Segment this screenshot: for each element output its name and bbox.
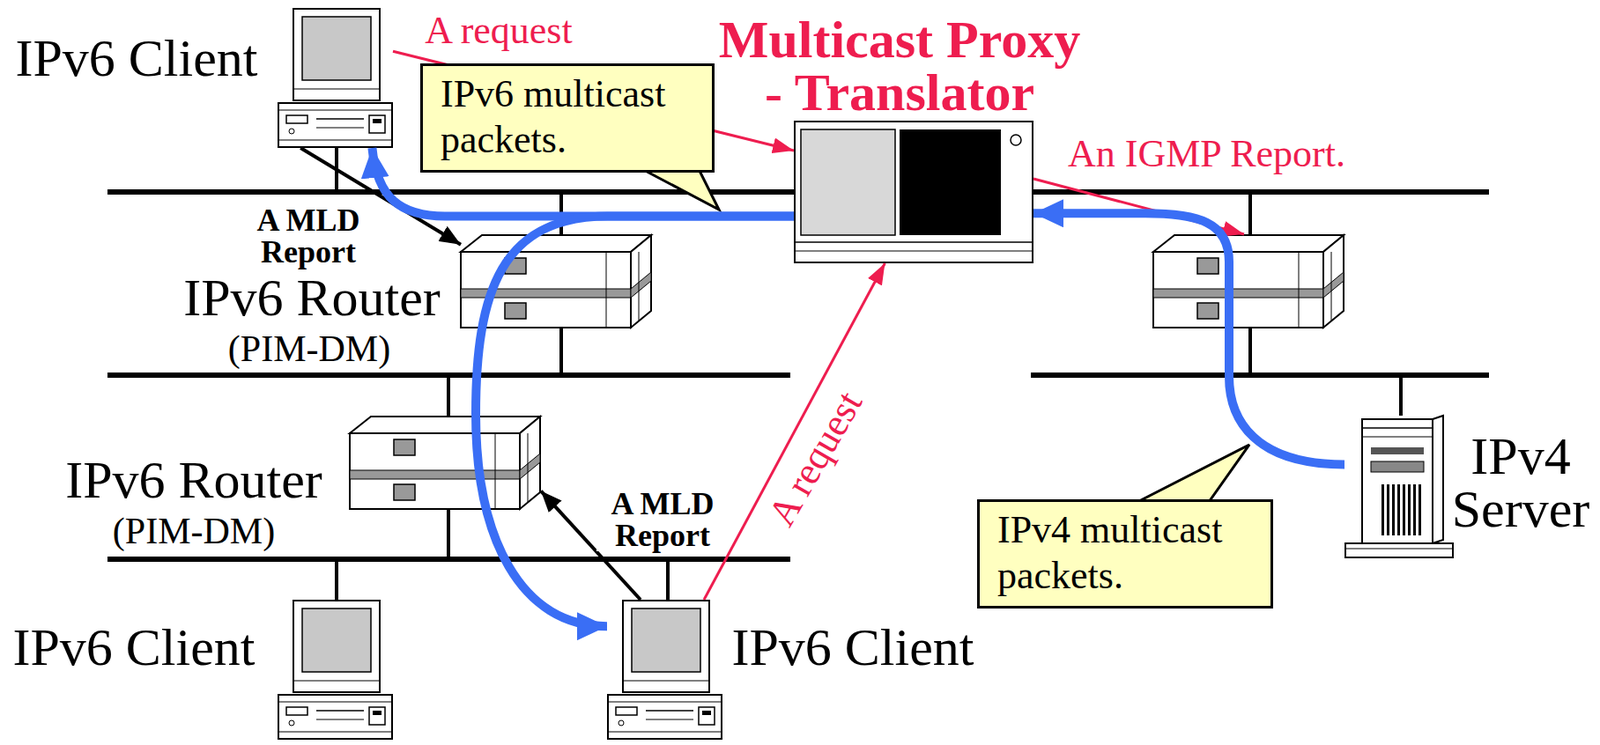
computer-icon (607, 600, 722, 740)
proxy-node: Multicast Proxy - Translator (793, 120, 1034, 264)
node-label: (PIM-DM) (228, 330, 391, 368)
node-label: IPv4 Server (1448, 429, 1594, 536)
multicast-flow-arrow (475, 216, 794, 628)
server-node: IPv4 Server (1344, 415, 1454, 560)
router-node: IPv6 Router(PIM-DM) (460, 234, 652, 329)
message-arrow (703, 263, 885, 600)
callout-text: IPv6 multicast packets. (440, 71, 698, 163)
callout-text: IPv4 multicast packets. (997, 507, 1257, 600)
callout-tail (1137, 444, 1250, 503)
drop-line (1399, 375, 1403, 416)
callout-box: IPv6 multicast packets. (420, 63, 715, 173)
node-label: IPv6 Client (731, 621, 974, 675)
computer-icon (278, 600, 393, 740)
callout-box: IPv4 multicast packets. (977, 499, 1274, 609)
server-icon (1345, 415, 1453, 558)
proxy-machine (794, 121, 1033, 263)
edge-label: A request (762, 385, 870, 534)
router-node: IPv6 Router(PIM-DM) (349, 415, 541, 511)
edge-label: A MLD Report (242, 204, 375, 268)
drop-line (334, 559, 339, 600)
computer-icon (278, 8, 393, 148)
router-icon (349, 416, 541, 510)
drop-line (666, 559, 670, 600)
node-label: IPv6 Router (65, 453, 323, 507)
network-bus (1030, 372, 1489, 378)
proxy-title: Multicast Proxy - Translator (712, 13, 1088, 119)
router-icon (1153, 235, 1344, 328)
node-label: IPv6 Client (15, 31, 259, 85)
edge-label: A MLD Report (596, 488, 729, 552)
node-label: (PIM-DM) (112, 512, 275, 550)
edge-label: A request (424, 11, 572, 51)
node-label: IPv6 Client (13, 621, 256, 675)
client-node: IPv6 Client (277, 600, 393, 741)
client-node: IPv6 Client (277, 7, 393, 149)
annotation-label: An IGMP Report. (1067, 134, 1346, 174)
client-node: IPv6 Client (607, 600, 723, 741)
node-label: IPv6 Router (183, 271, 441, 325)
multicast-flow-arrow (1033, 213, 1345, 465)
